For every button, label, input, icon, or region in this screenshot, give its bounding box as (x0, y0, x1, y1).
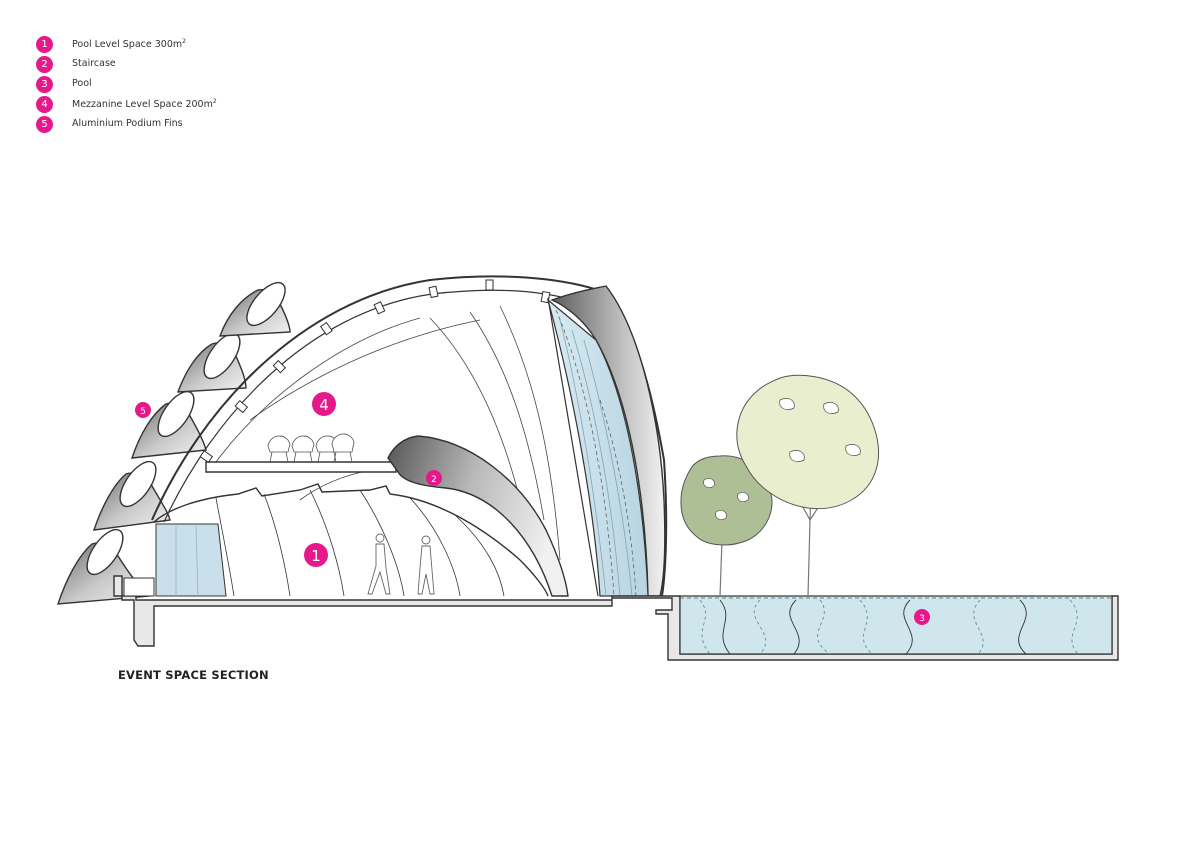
marker-1-label: 1 (311, 547, 321, 565)
marker-4: 4 (312, 392, 336, 416)
legend-badge: 1 (36, 36, 53, 53)
marker-2-label: 2 (431, 475, 437, 485)
mezzanine-chairs (267, 433, 355, 463)
legend-badge: 5 (36, 116, 53, 133)
legend-badge: 2 (36, 56, 53, 73)
legend-label: Aluminium Podium Fins (72, 118, 183, 129)
marker-3: 3 (914, 609, 930, 625)
marker-3-label: 3 (919, 614, 925, 624)
legend-label: Mezzanine Level Space 200m (72, 99, 213, 111)
legend-label: Pool Level Space 300m (72, 39, 183, 51)
trees (680, 374, 879, 597)
legend-badge: 3 (36, 76, 53, 93)
marker-5: 5 (135, 402, 151, 418)
people (367, 533, 435, 595)
mezzanine-level (205, 433, 397, 473)
marker-5-label: 5 (140, 407, 146, 417)
legend-label: Pool (72, 78, 92, 89)
tree-green (680, 455, 773, 546)
marker-1: 1 (304, 543, 328, 567)
legend-badge: 4 (36, 96, 53, 113)
marker-2: 2 (426, 470, 442, 486)
legend-label-sup: 2 (212, 98, 217, 105)
legend-label: Staircase (72, 58, 116, 69)
staircase (387, 435, 569, 597)
interior-ribs (209, 305, 561, 561)
marker-4-label: 4 (319, 396, 329, 414)
section-title: EVENT SPACE SECTION (118, 668, 269, 682)
pool (679, 595, 1113, 655)
floor-slab (113, 575, 1119, 661)
pool-level-space (153, 483, 549, 597)
legend-label-sup: 2 (182, 38, 186, 45)
tree-yellow (736, 374, 879, 510)
